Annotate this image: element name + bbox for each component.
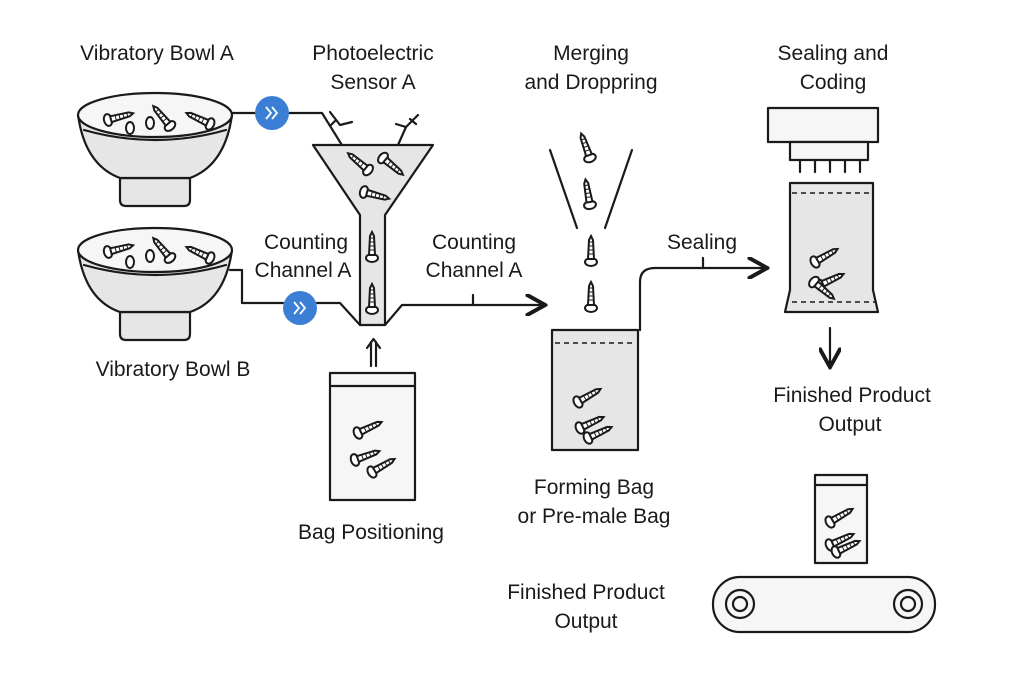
label-vibratory-bowl-b: Vibratory Bowl B <box>96 358 251 381</box>
label-bag-positioning: Bag Positioning <box>298 521 444 544</box>
label-sensor-line1: Photoelectric <box>312 42 433 65</box>
feed-line-a <box>230 111 347 152</box>
label-counting-left-line1: Counting <box>264 231 348 254</box>
label-forming-line2: or Pre-male Bag <box>518 505 671 528</box>
label-sealing-coding-line2: Coding <box>800 71 867 94</box>
label-finished-right-line1: Finished Product <box>773 384 931 407</box>
label-counting-right-line1: Counting <box>432 231 516 254</box>
flow-arrow-to-sealing <box>638 268 765 332</box>
label-sealing: Sealing <box>667 231 737 254</box>
bag-positioning-bag <box>328 371 417 502</box>
label-forming-line1: Forming Bag <box>534 476 654 499</box>
label-finished-bottom-line2: Output <box>554 610 617 633</box>
label-sealing-coding-line1: Sealing and <box>778 42 889 65</box>
forming-bag <box>550 328 640 452</box>
sealed-bag <box>783 181 880 314</box>
label-merging-line1: Merging <box>553 42 629 65</box>
label-sensor-line2: Sensor A <box>330 71 415 94</box>
conveyor-belt <box>711 473 937 634</box>
sealing-coding-head <box>766 106 880 174</box>
label-merging-line2: and Droppring <box>524 71 657 94</box>
merging-dropping-screws <box>548 130 634 313</box>
vibratory-bowl-b <box>76 226 234 342</box>
feeder-a-double-chevron-right-icon <box>255 96 289 130</box>
label-finished-right-line2: Output <box>818 413 881 436</box>
label-counting-left-line2: Channel A <box>255 259 352 282</box>
photoelectric-sensor-icon <box>328 110 420 147</box>
label-vibratory-bowl-a: Vibratory Bowl A <box>80 42 234 65</box>
feeder-b-double-chevron-right-icon <box>283 291 317 325</box>
label-finished-bottom-line1: Finished Product <box>507 581 665 604</box>
feed-line-b <box>228 268 362 327</box>
label-counting-right-line2: Channel A <box>426 259 523 282</box>
vibratory-bowl-a <box>76 91 234 208</box>
double-arrow-up-icon <box>365 337 382 368</box>
flow-arrow-to-forming <box>383 305 543 327</box>
